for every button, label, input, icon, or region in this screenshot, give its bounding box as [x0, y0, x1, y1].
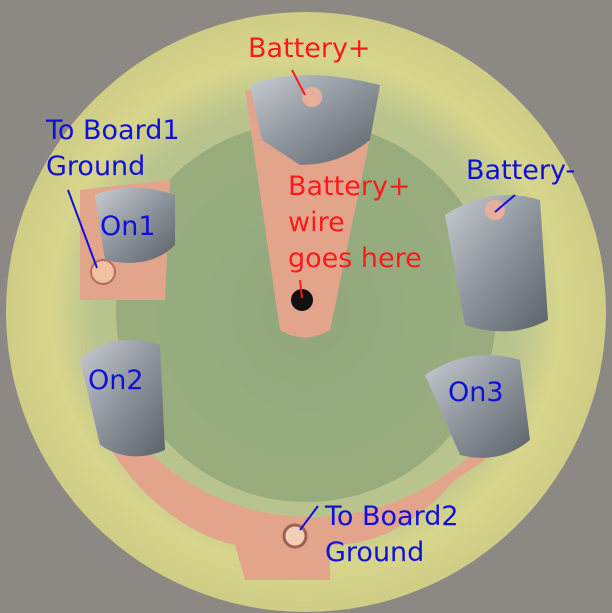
label-battery-minus: Battery-	[466, 155, 576, 186]
battery-plus-hole	[302, 87, 322, 107]
board2-ground-hole	[282, 523, 308, 549]
label-board1-ground: Ground	[46, 151, 146, 182]
battery-plus-solder	[250, 75, 380, 165]
leader-board2	[299, 505, 319, 531]
label-on2: On2	[88, 365, 144, 396]
label-on1: On1	[100, 211, 156, 242]
leader-battery-minus	[494, 194, 516, 213]
battery-minus-hole	[485, 200, 505, 220]
on2-solder	[80, 340, 165, 457]
label-wire-line3: goes here	[288, 243, 422, 274]
wire-hole	[291, 289, 313, 311]
label-wire-line1: Battery+	[288, 171, 411, 202]
label-to-board1: To Board1	[46, 115, 180, 146]
on3-solder	[425, 355, 530, 458]
label-to-board2: To Board2	[325, 501, 459, 532]
battery-minus-solder	[445, 195, 548, 332]
label-on3: On3	[448, 377, 504, 408]
leader-board1	[67, 189, 98, 269]
leader-wire	[299, 279, 303, 299]
ground-arc-pad	[85, 345, 525, 580]
leader-battery-plus	[291, 69, 306, 96]
label-board2-ground: Ground	[325, 537, 425, 568]
label-battery-plus: Battery+	[248, 33, 371, 64]
on1-solder	[95, 187, 175, 263]
label-wire-line2: wire	[288, 207, 345, 238]
